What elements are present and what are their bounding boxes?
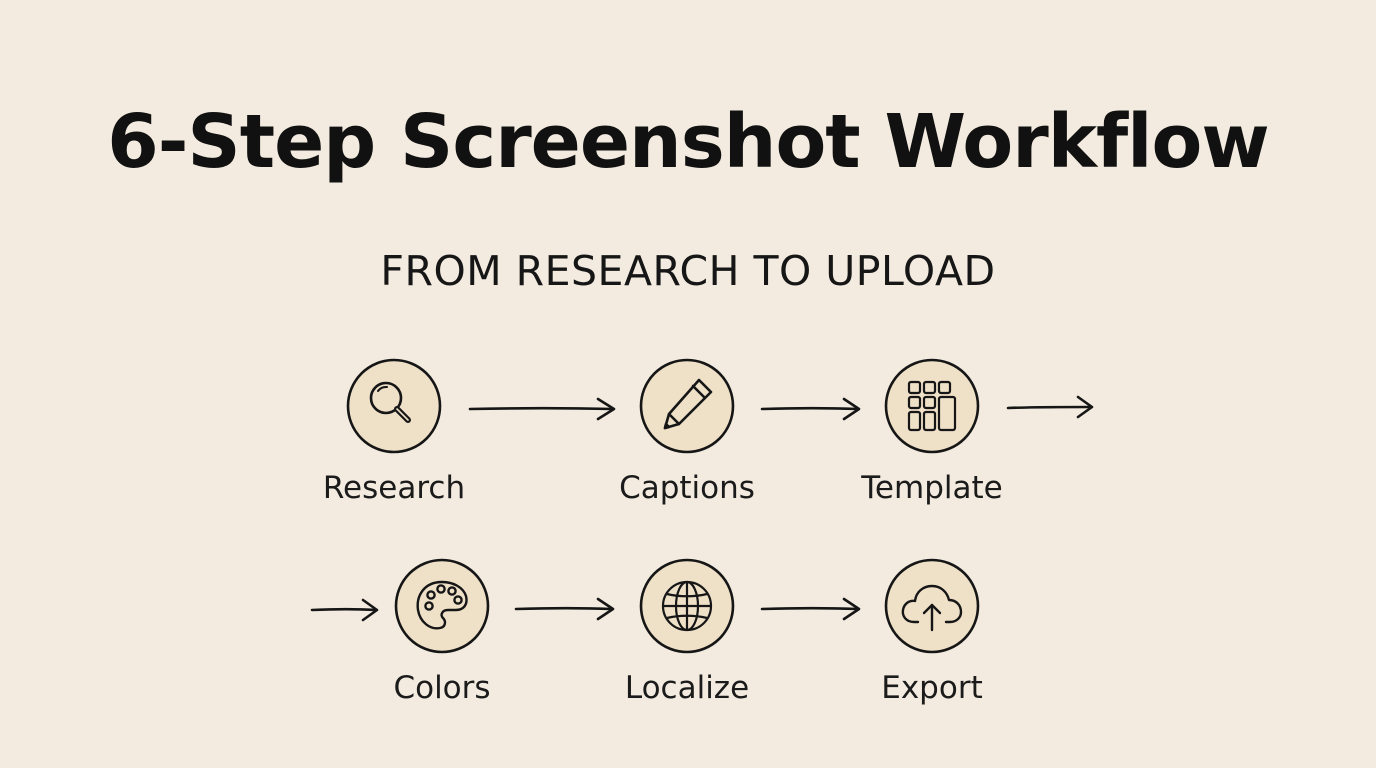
diagram-title: 6-Step Screenshot Workflow (107, 99, 1270, 185)
step-label: Colors (393, 670, 491, 706)
step-colors: Colors (332, 558, 552, 728)
arrow-right (514, 597, 615, 621)
step-label: Template (861, 470, 1003, 506)
step-captions: Captions (577, 358, 797, 528)
step-circle (884, 358, 980, 454)
palette-icon (416, 580, 468, 630)
step-circle (394, 558, 490, 654)
step-circle (346, 358, 442, 454)
step-localize: Localize (577, 558, 797, 728)
pencil-icon (663, 378, 713, 430)
step-label: Research (322, 470, 466, 506)
step-circle (639, 358, 735, 454)
step-circle (639, 558, 735, 654)
grid-icon (907, 380, 957, 432)
step-label: Export (881, 670, 983, 706)
arrow-right (468, 397, 616, 421)
magnifier-icon (369, 381, 411, 423)
arrow-right (310, 598, 379, 622)
diagram-subtitle: FROM RESEARCH TO UPLOAD (380, 247, 996, 295)
arrow-right (1006, 395, 1094, 419)
step-label: Captions (619, 470, 755, 506)
globe-icon (661, 580, 713, 632)
step-label: Localize (624, 670, 750, 706)
arrow-right (760, 397, 861, 421)
arrow-right (760, 597, 861, 621)
step-circle (884, 558, 980, 654)
step-export: Export (822, 558, 1042, 728)
step-research: Research (284, 358, 504, 528)
cloud-upload-icon (901, 584, 963, 632)
step-template: Template (822, 358, 1042, 528)
